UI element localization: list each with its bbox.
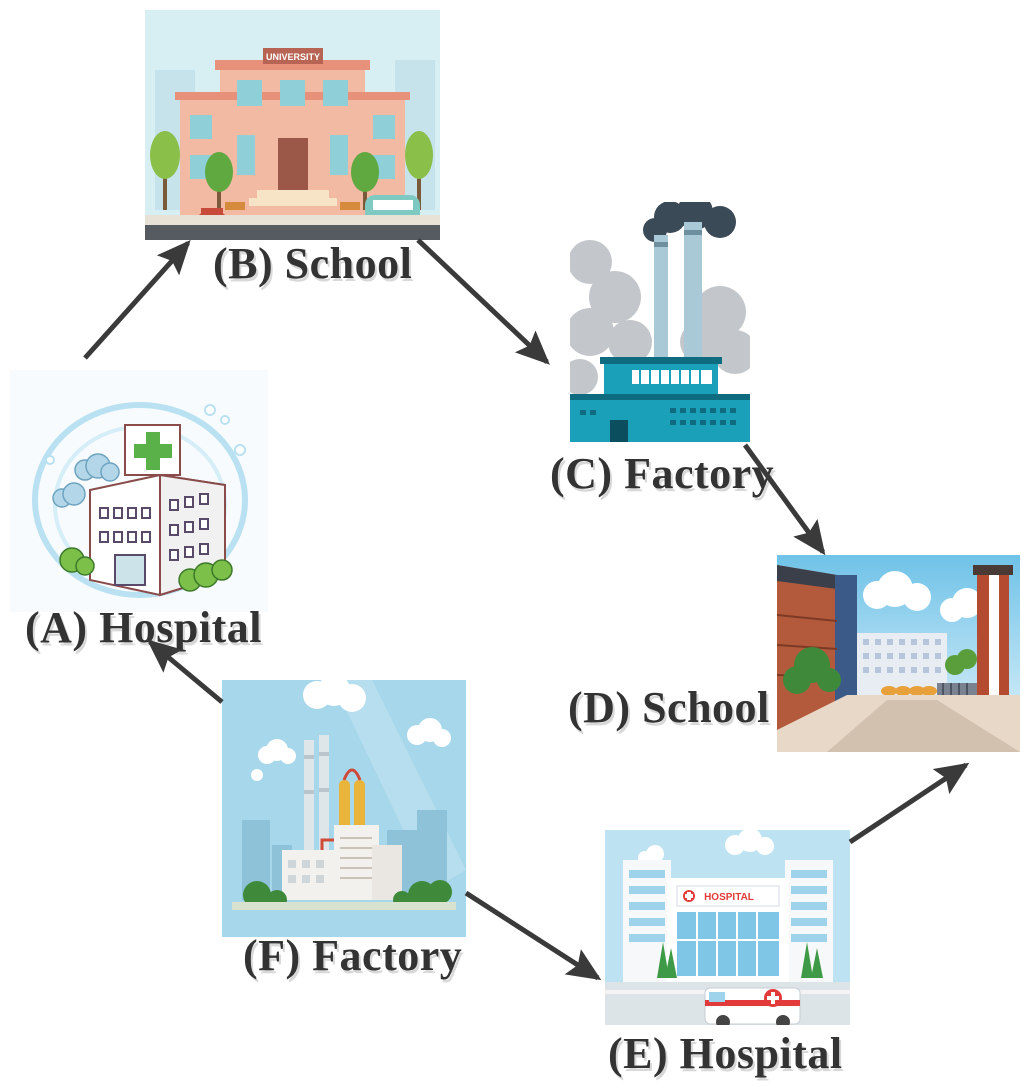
- arrow-a-to-b: [83, 240, 191, 360]
- university-illustration: UNIVERSITY: [145, 10, 440, 240]
- node-c-factory-image: [570, 202, 750, 442]
- node-f-label: (F) Factory: [243, 931, 463, 980]
- factory-illustration: [222, 680, 466, 937]
- hospital-building-illustration: HOSPITAL: [605, 830, 850, 1025]
- hospital-illustration: [10, 370, 268, 612]
- node-e-hospital-image: HOSPITAL: [605, 830, 850, 1025]
- arrow-f-to-a: [146, 639, 224, 704]
- node-e-label: (E) Hospital: [608, 1029, 843, 1078]
- hospital-sign: HOSPITAL: [704, 892, 754, 903]
- node-d-label: (D) School: [568, 683, 770, 732]
- node-d-school-image: [777, 555, 1020, 752]
- arrow-e-to-d: [848, 762, 970, 845]
- arrow-c-to-d: [742, 443, 826, 556]
- node-b-school-image: UNIVERSITY: [145, 10, 440, 240]
- node-f-factory-image: [222, 680, 466, 937]
- node-a-label: (A) Hospital: [25, 603, 262, 652]
- university-sign: UNIVERSITY: [266, 52, 320, 62]
- node-b-label: (B) School: [213, 239, 413, 288]
- arrow-b-to-c: [416, 238, 550, 365]
- node-a-hospital-image: [10, 370, 268, 612]
- factory-illustration: [570, 202, 750, 442]
- node-c-label: (C) Factory: [550, 449, 775, 498]
- arrow-f-to-e: [464, 890, 602, 981]
- school-gate-illustration: [777, 555, 1020, 752]
